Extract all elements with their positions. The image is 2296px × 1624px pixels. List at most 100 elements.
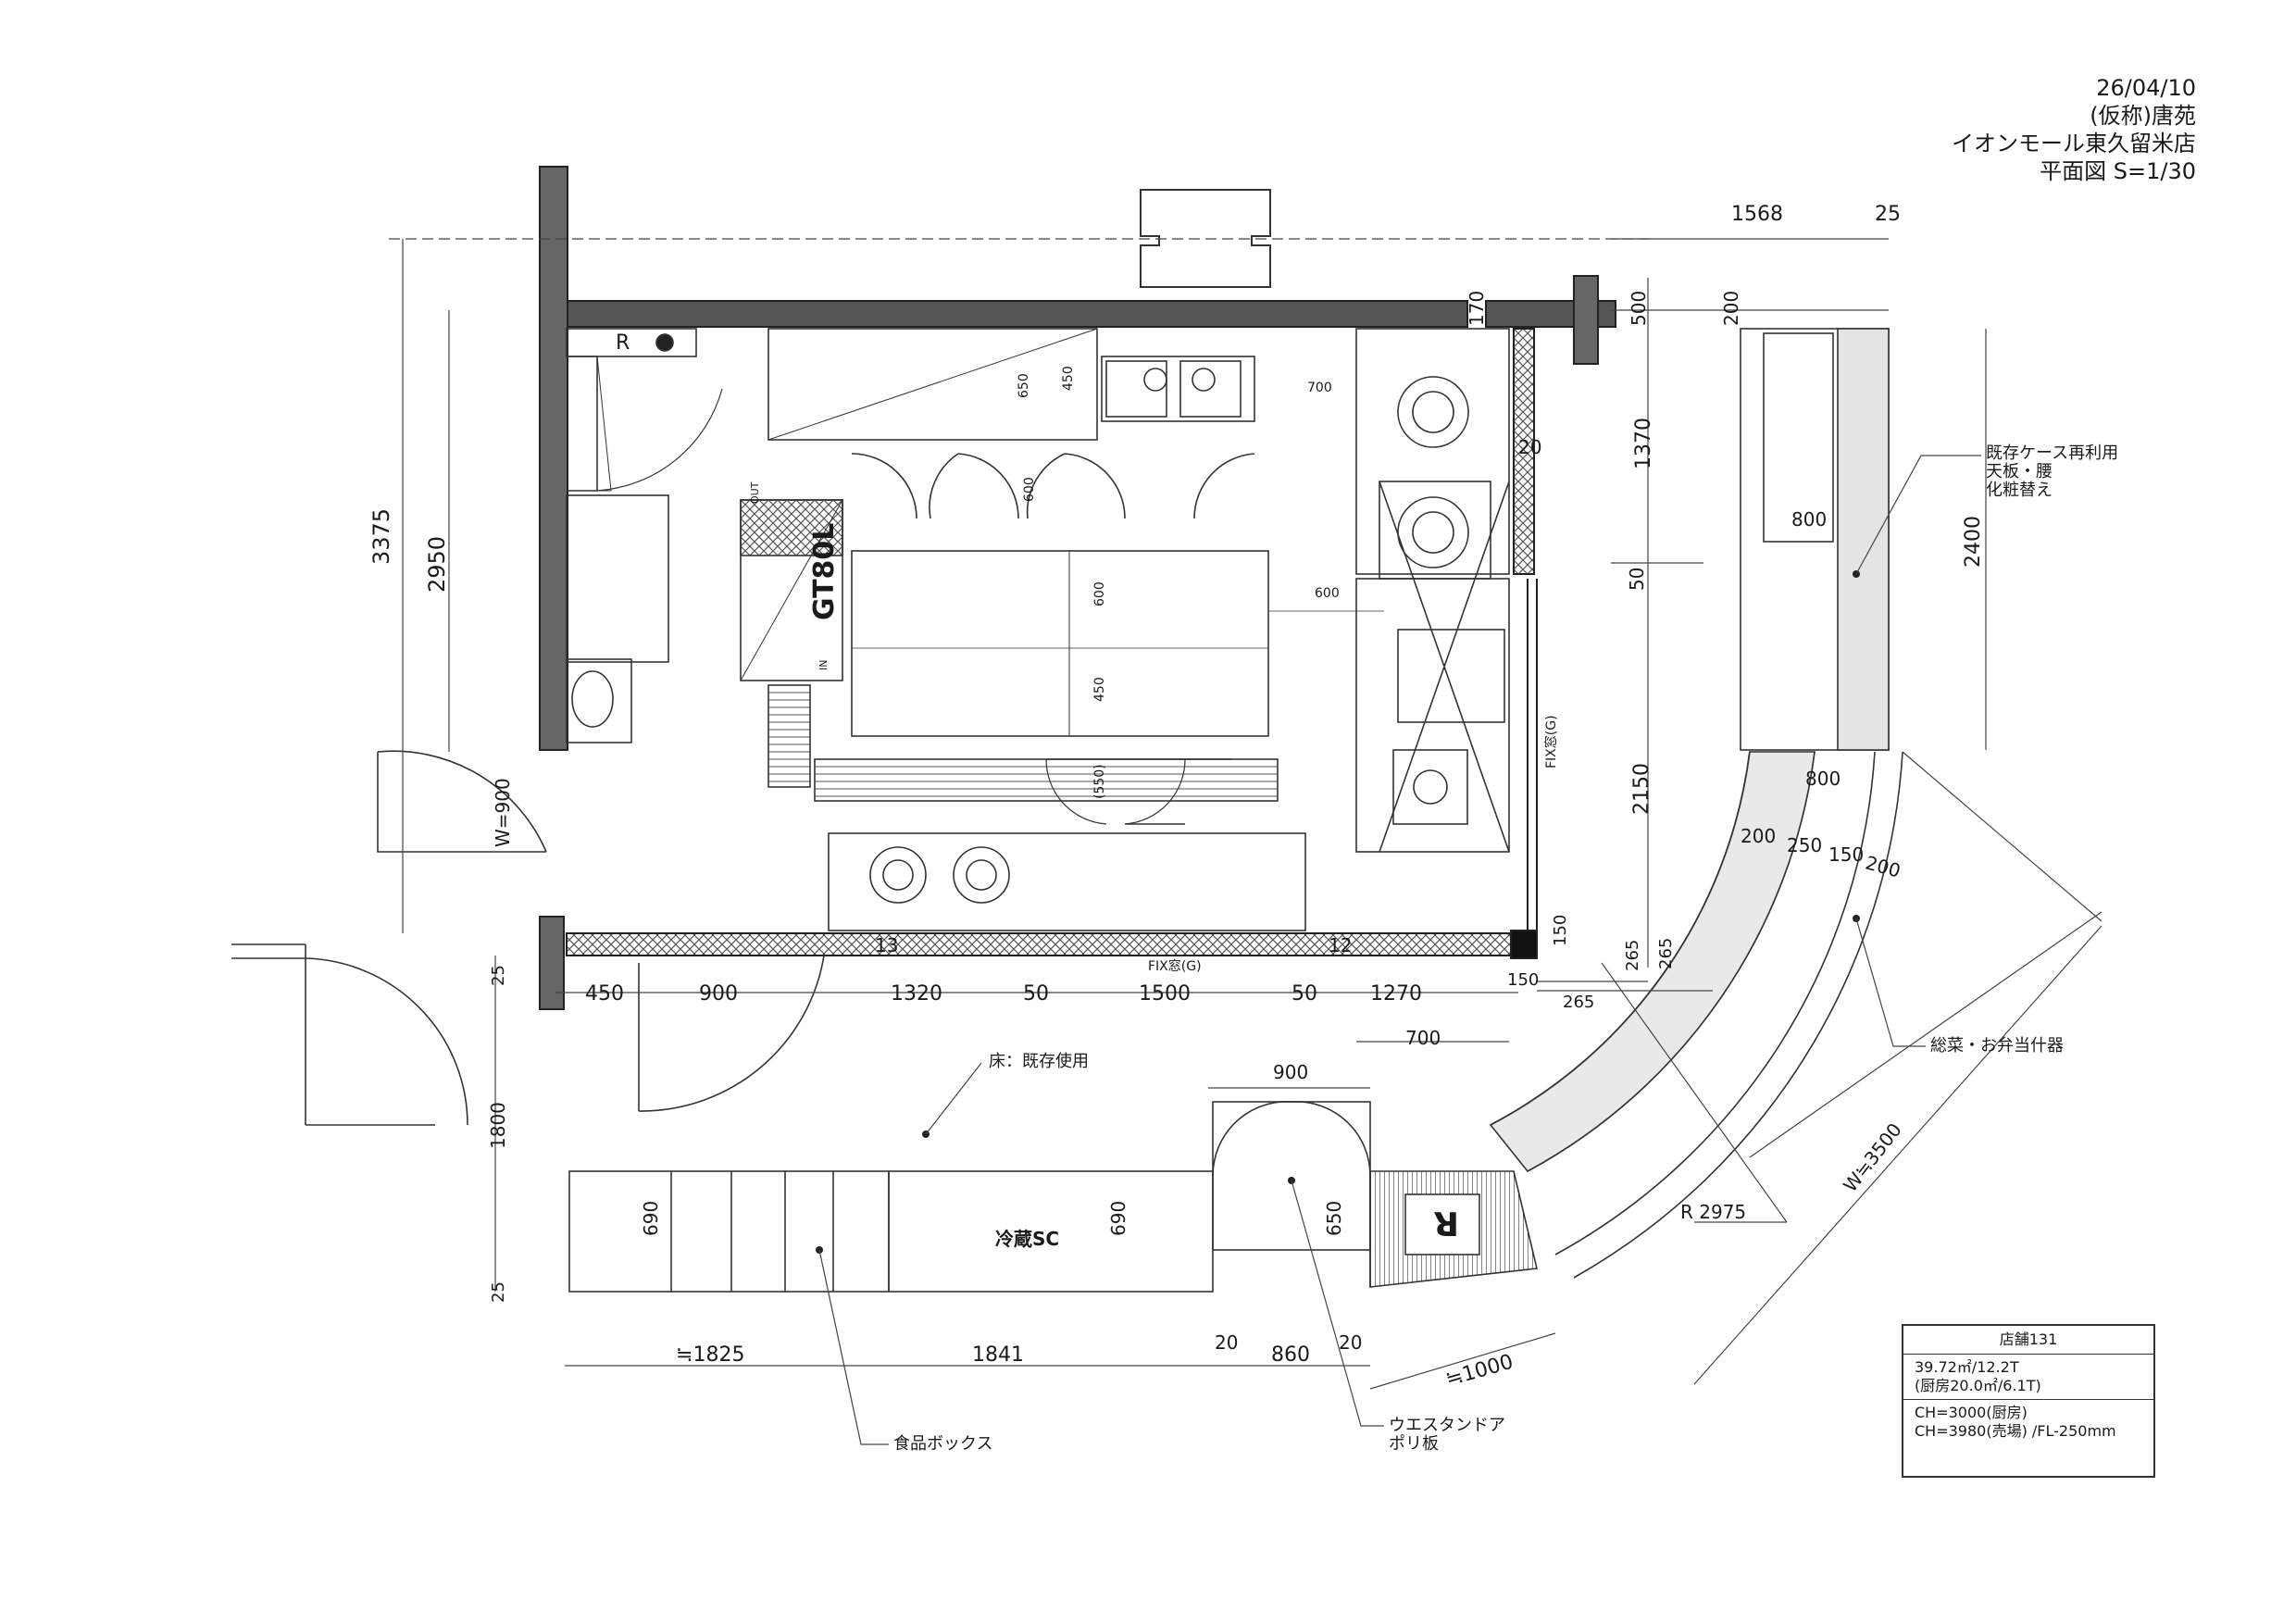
fix-window-vertical: FIX窓(G)	[1543, 715, 1559, 768]
dim-900: 900	[1273, 1061, 1308, 1083]
western-door-line2: ポリ板	[1389, 1434, 1439, 1454]
western-door-line1: ウエスタンドア	[1389, 1416, 1505, 1435]
row-dim-6: 1270	[1370, 982, 1422, 1006]
dim-450-b: 450	[1092, 677, 1107, 702]
dim-r2975: R 2975	[1680, 1201, 1746, 1223]
bottom-dim-2: 20	[1215, 1331, 1238, 1354]
project-name: (仮称)唐苑	[2090, 103, 2196, 129]
dim-150-a: 150	[1551, 915, 1570, 946]
column-ibeam	[1140, 189, 1271, 288]
title-block: 26/04/10 (仮称)唐苑 イオンモール東久留米店 平面図 S=1/30	[1952, 74, 2196, 185]
rice-cooker-2	[953, 846, 1010, 904]
case-note-line2: 天板・腰	[1986, 462, 2053, 481]
two-bowl-sink	[1101, 356, 1255, 422]
dim-25-top: 25	[1875, 203, 1901, 226]
food-box-case	[568, 1170, 890, 1293]
annotations: GT80L OUT IN R R FIX窓(G) FIX窓(G) 床：既存使用 …	[616, 331, 2118, 1454]
reizou-sc-label: 冷蔵SC	[995, 1228, 1059, 1250]
register-r-small: R	[616, 331, 630, 355]
total-area: 39.72㎡/12.2T	[1915, 1358, 2019, 1376]
sheet-name: 平面図 S=1/30	[2040, 158, 2196, 184]
rice-cooker-1	[869, 846, 927, 904]
dim-1568: 1568	[1731, 203, 1783, 226]
kitchen-equipment	[566, 328, 1510, 931]
dim-700: 700	[1405, 1027, 1441, 1049]
row-dim-3: 50	[1023, 982, 1049, 1006]
gt80l-label: GT80L	[808, 523, 841, 620]
dim-265-b: 265	[1563, 993, 1594, 1012]
dim-13: 13	[875, 934, 898, 956]
dim-550: (550)	[1092, 764, 1107, 799]
dim-2150: 2150	[1630, 763, 1653, 815]
corner-post	[1510, 930, 1538, 959]
dim-2400: 2400	[1962, 516, 1985, 568]
arc-dim-2: 150	[1828, 843, 1864, 866]
right-wall-hatched	[1513, 328, 1535, 575]
bottom-wall-hatched	[566, 932, 1521, 956]
dim-1370: 1370	[1632, 418, 1655, 469]
burner-1	[1397, 376, 1469, 448]
dim-650-b: 650	[1323, 1201, 1345, 1236]
out-label: OUT	[749, 481, 761, 504]
burner-2	[1397, 496, 1469, 568]
dim-1800: 1800	[487, 1102, 509, 1149]
dim-50: 50	[1626, 568, 1648, 591]
dim-200: 200	[1720, 291, 1742, 326]
dim-150-b: 150	[1507, 970, 1539, 990]
row-dim-5: 50	[1292, 982, 1317, 1006]
row-dim-0: 450	[585, 982, 624, 1006]
dim-w900: W=900	[492, 778, 514, 847]
ceiling-section: CH=3000(厨房) CH=3980(売場) /FL-250mm	[1903, 1400, 2153, 1444]
dim-700-top: 700	[1307, 381, 1332, 395]
dim-600-a: 600	[1022, 477, 1037, 502]
dimension-row-kitchen: 450 900 1320 50 1500 50 1270	[585, 982, 1422, 1006]
souzai-label: 総菜・お弁当什器	[1930, 1036, 2064, 1056]
dim-3375: 3375	[368, 508, 394, 565]
case-note-line1: 既存ケース再利用	[1986, 443, 2118, 463]
dim-650-top: 650	[1017, 373, 1031, 398]
in-label: IN	[817, 660, 830, 670]
dim-690-b: 690	[1107, 1201, 1129, 1236]
bottom-dim-1: 1841	[972, 1343, 1024, 1367]
drawing-date: 26/04/10	[2096, 75, 2196, 101]
dimension-texts: 1568 25 170 500 200 3375 2950 1370 20 50…	[368, 203, 1985, 1303]
row-dim-4: 1500	[1139, 982, 1191, 1006]
shokuhin-label: 食品ボックス	[893, 1434, 992, 1454]
area-section: 39.72㎡/12.2T (厨房20.0㎡/6.1T)	[1903, 1355, 2153, 1400]
dim-800-b: 800	[1805, 768, 1841, 790]
dim-25-b: 25	[489, 1281, 508, 1303]
left-wall-lower	[539, 916, 565, 1010]
dimension-lines	[389, 238, 2103, 1390]
arc-dim-0: 200	[1741, 825, 1776, 847]
case-note-line3: 化粧替え	[1986, 481, 2053, 500]
dim-170: 170	[1466, 291, 1488, 326]
bottom-dim-3: 860	[1271, 1343, 1310, 1367]
dim-600-b: 600	[1092, 581, 1107, 606]
dim-25-a: 25	[489, 965, 508, 986]
dim-500: 500	[1628, 291, 1650, 326]
dim-12: 12	[1329, 934, 1352, 956]
ceiling-sales: CH=3980(売場) /FL-250mm	[1915, 1422, 2116, 1440]
kitchen-area: (厨房20.0㎡/6.1T)	[1915, 1377, 2041, 1394]
walls	[539, 166, 1616, 1010]
dim-450-top: 450	[1061, 366, 1076, 391]
leader-lines	[818, 455, 1981, 1445]
left-column	[539, 166, 568, 751]
shop-number: 店舗131	[1903, 1326, 2153, 1355]
bottom-dim-0: ≒1825	[676, 1343, 744, 1367]
dim-800-a: 800	[1791, 508, 1827, 531]
top-wall	[541, 300, 1468, 328]
site-name: イオンモール東久留米店	[1952, 131, 2196, 156]
arc-dim-3: 200	[1863, 852, 1903, 882]
row-dim-1: 900	[699, 982, 738, 1006]
ceiling-kitchen: CH=3000(厨房)	[1915, 1404, 2028, 1421]
dim-690-a: 690	[640, 1201, 662, 1236]
floor-note: 床：既存使用	[989, 1052, 1089, 1071]
doors	[231, 750, 825, 1126]
arc-dim-1: 250	[1787, 834, 1822, 856]
sales-floor	[568, 328, 1903, 1293]
row-dim-2: 1320	[891, 982, 942, 1006]
register-r-large: R	[1433, 1204, 1459, 1242]
shop-info-box: 店舗131 39.72㎡/12.2T (厨房20.0㎡/6.1T) CH=300…	[1902, 1324, 2155, 1478]
